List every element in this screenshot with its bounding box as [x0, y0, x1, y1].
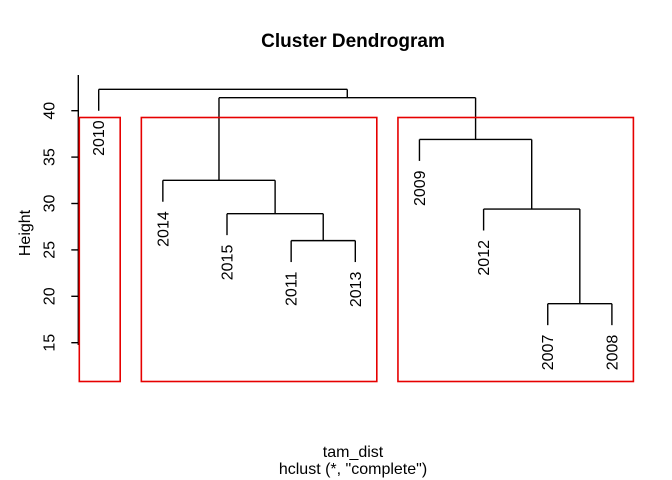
y-axis-tick-label: 20	[42, 287, 59, 305]
leaf-label: 2014	[155, 211, 172, 247]
leaf-label: 2007	[540, 335, 557, 371]
cluster-boxes	[78, 116, 635, 383]
leaf-labels: 2010 2014 2015 2011 2013 2009 2012 2007 2008	[91, 120, 621, 370]
cluster-box	[78, 116, 122, 383]
y-axis-tick-label: 40	[42, 102, 59, 120]
y-axis-tick-label: 30	[42, 195, 59, 213]
leaf-label: 2013	[348, 271, 365, 307]
x-axis-label: tam_dist	[323, 444, 384, 461]
leaf-label: 2011	[284, 271, 301, 306]
dendrogram-tree	[97, 88, 613, 326]
chart-title: Cluster Dendrogram	[261, 31, 445, 52]
cluster-box	[397, 116, 635, 383]
leaf-label: 2009	[412, 170, 429, 206]
leaf-label: 2012	[476, 240, 493, 276]
leaf-label: 2015	[220, 245, 237, 281]
y-axis-tick-label: 25	[42, 241, 59, 259]
leaf-label: 2008	[604, 335, 621, 371]
y-axis-label: Height	[17, 209, 34, 256]
y-axis-tick-label: 15	[42, 334, 59, 352]
subtitle: hclust (*, "complete")	[279, 461, 427, 478]
y-axis-tick-label: 35	[42, 148, 59, 166]
y-axis: 40 35 30 25 20 15	[42, 75, 80, 352]
leaf-label: 2010	[91, 120, 108, 156]
cluster-box	[140, 116, 378, 383]
